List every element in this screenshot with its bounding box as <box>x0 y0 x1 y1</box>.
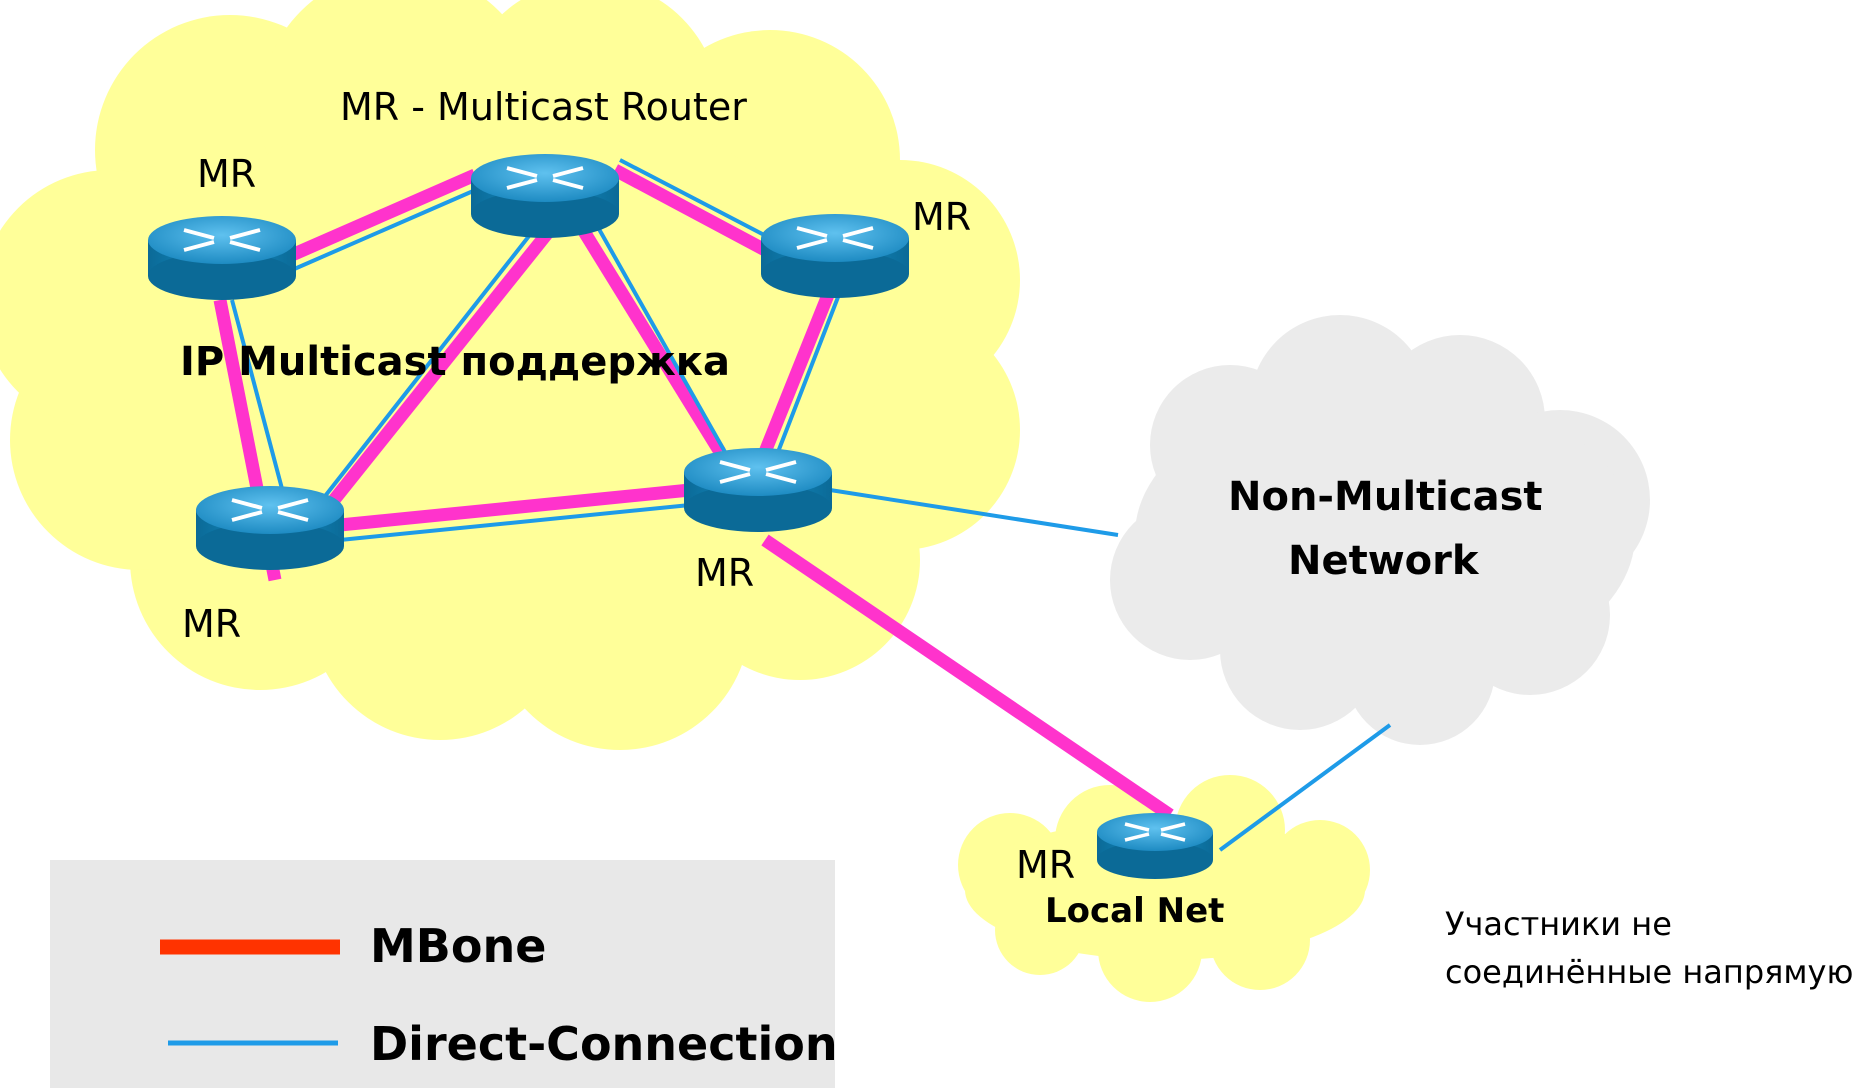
link-direct-nonmc-local <box>1218 723 1392 852</box>
non-multicast-label-line1: Non-Multicast <box>1228 474 1543 520</box>
link-direct-ur-hub <box>776 291 842 453</box>
local-net-label: Local Net <box>1045 891 1224 931</box>
link-mbone-top-ur <box>611 164 769 256</box>
diagram-title: MR - Multicast Router <box>340 85 747 129</box>
link-mbone-ul-top <box>289 169 478 261</box>
link-direct-top-ll <box>320 220 542 502</box>
link-mbone-hub-local <box>761 534 1174 821</box>
link-direct-ll-hub <box>339 503 691 542</box>
note-line1: Участники не <box>1445 905 1672 943</box>
router-top <box>471 154 619 238</box>
legend-box <box>50 860 835 1088</box>
router-upper-right <box>761 214 909 298</box>
non-multicast-label-line2: Network <box>1288 538 1480 584</box>
note-line2: соединённые напрямую <box>1445 953 1853 991</box>
link-direct-top-hub <box>593 221 727 453</box>
link-mbone-top-ll <box>324 225 556 510</box>
non-multicast-cloud <box>1110 315 1650 745</box>
router-upper-left <box>148 216 296 300</box>
router-hub <box>684 448 832 532</box>
router-upper-left-label: MR <box>197 152 256 196</box>
router-upper-right-label: MR <box>912 195 971 239</box>
link-mbone-top-hub <box>574 221 726 456</box>
main-cloud-label: IP Multicast поддержка <box>180 339 730 385</box>
router-local <box>1097 813 1213 879</box>
link-direct-top-ur <box>619 158 771 240</box>
link-direct-hub-nonmc <box>829 488 1119 537</box>
router-lower-left-label: MR <box>182 602 241 646</box>
router-lower-left <box>196 486 344 570</box>
local-net-cloud <box>958 775 1370 1002</box>
router-hub-label: MR <box>695 551 754 595</box>
link-direct-ul-ll <box>230 299 287 501</box>
link-direct-ul-top <box>291 186 481 272</box>
link-mbone-ll-hub <box>339 483 691 532</box>
link-mbone-ur-hub <box>758 287 837 455</box>
legend-mbone-label: MBone <box>370 919 546 973</box>
legend-direct-label: Direct-Connection <box>370 1017 838 1071</box>
router-local-label: MR <box>1016 843 1075 887</box>
